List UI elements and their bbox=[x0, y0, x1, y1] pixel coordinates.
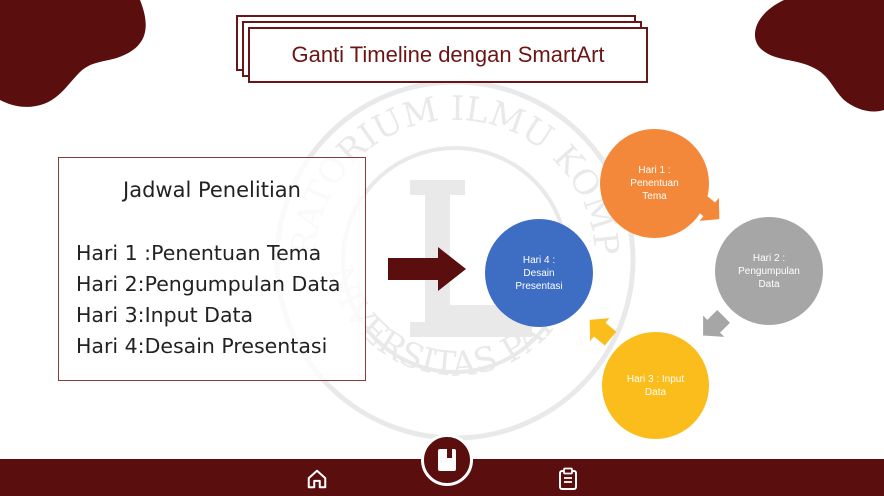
schedule-heading: Jadwal Penelitian bbox=[123, 178, 301, 202]
notebook-icon bbox=[438, 449, 456, 471]
schedule-item: Hari 3:Input Data bbox=[76, 303, 254, 327]
cycle-node-hari-1: Hari 1 : Penentuan Tema bbox=[600, 129, 709, 238]
cycle-node-hari-3: Hari 3 : Input Data bbox=[602, 332, 709, 439]
home-icon[interactable] bbox=[306, 468, 328, 490]
clipboard-icon[interactable] bbox=[557, 467, 579, 491]
cycle-node-hari-2: Hari 2 : Pengumpulan Data bbox=[715, 217, 823, 325]
schedule-card: Jadwal Penelitian Hari 1 :Penentuan Tema… bbox=[58, 157, 366, 381]
cycle-node-hari-4: Hari 4 : Desain Presentasi bbox=[485, 219, 593, 327]
corner-blob-top-right bbox=[754, 0, 884, 112]
schedule-item: Hari 4:Desain Presentasi bbox=[76, 334, 328, 358]
schedule-list: Hari 1 :Penentuan Tema Hari 2:Pengumpula… bbox=[76, 238, 341, 362]
cycle-arrow-icon bbox=[693, 193, 720, 221]
title-box: Ganti Timeline dengan SmartArt bbox=[236, 15, 648, 83]
corner-blob-top-left bbox=[0, 0, 146, 107]
notebook-button[interactable] bbox=[421, 434, 473, 486]
title-frame: Ganti Timeline dengan SmartArt bbox=[248, 27, 648, 83]
cycle-arrow-icon bbox=[703, 310, 730, 337]
schedule-item: Hari 2:Pengumpulan Data bbox=[76, 272, 341, 296]
right-arrow-icon bbox=[388, 247, 466, 291]
schedule-item: Hari 1 :Penentuan Tema bbox=[76, 241, 322, 265]
slide-title: Ganti Timeline dengan SmartArt bbox=[291, 42, 605, 67]
cycle-arrow-icon bbox=[589, 318, 616, 346]
